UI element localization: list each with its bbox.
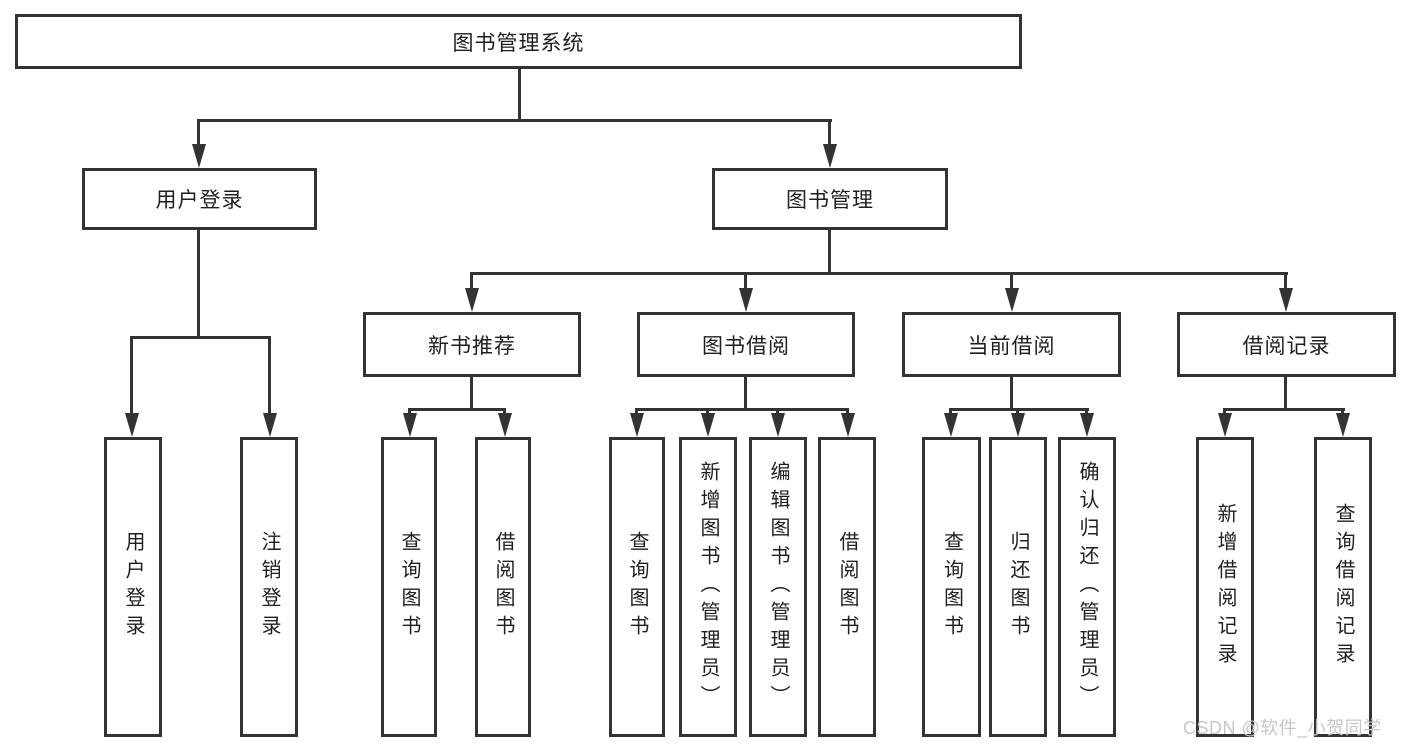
node-root: 图书管理系统 bbox=[15, 14, 1022, 69]
arrow-down-icon bbox=[403, 413, 417, 437]
leaf-br-query-record: 查询借阅记录 bbox=[1314, 437, 1372, 737]
connector-root-branch bbox=[197, 119, 832, 122]
connector-ul-right-drop bbox=[268, 336, 271, 416]
connector-book-mgmt-drop bbox=[828, 119, 831, 147]
connector-cb-drop bbox=[1010, 272, 1013, 290]
arrow-down-icon bbox=[739, 288, 753, 312]
connector-book-mgmt-stem bbox=[828, 230, 831, 275]
leaf-bb-add-book: 新增图书（管理员） bbox=[679, 437, 737, 737]
leaf-cb-return-book-label: 归还图书 bbox=[1007, 531, 1029, 643]
connector-bb-leaf-drop bbox=[635, 408, 638, 416]
arrow-down-icon bbox=[701, 413, 715, 437]
connector-user-login-stem bbox=[197, 230, 200, 339]
leaf-bb-borrow-book-label: 借阅图书 bbox=[836, 531, 858, 643]
leaf-user-login-label: 用户登录 bbox=[122, 531, 144, 643]
arrow-down-icon bbox=[841, 413, 855, 437]
leaf-user-login: 用户登录 bbox=[104, 437, 162, 737]
connector-cb-stem bbox=[1010, 377, 1013, 408]
arrow-down-icon bbox=[192, 144, 206, 168]
connector-bb-leaf-drop bbox=[776, 408, 779, 416]
connector-cb-splitter bbox=[949, 408, 1089, 411]
connector-ul-left-drop bbox=[130, 336, 133, 416]
leaf-br-query-record-label: 查询借阅记录 bbox=[1332, 503, 1354, 671]
node-new-book-rec-label: 新书推荐 bbox=[428, 334, 516, 358]
arrow-down-icon bbox=[630, 413, 644, 437]
node-borrow-records: 借阅记录 bbox=[1177, 312, 1396, 377]
arrow-down-icon bbox=[1005, 288, 1019, 312]
node-current-borrow-label: 当前借阅 bbox=[967, 334, 1056, 358]
arrow-down-icon bbox=[465, 288, 479, 312]
leaf-cb-query-book: 查询图书 bbox=[922, 437, 981, 737]
connector-user-login-drop bbox=[197, 119, 200, 147]
leaf-cb-query-book-label: 查询图书 bbox=[940, 531, 963, 643]
leaf-nb-query-book: 查询图书 bbox=[381, 437, 437, 737]
leaf-nb-borrow-book-label: 借阅图书 bbox=[492, 531, 514, 643]
arrow-down-icon bbox=[1080, 413, 1094, 437]
leaf-br-add-record-label: 新增借阅记录 bbox=[1214, 503, 1236, 671]
arrow-down-icon bbox=[823, 144, 837, 168]
connector-br-drop bbox=[1284, 272, 1287, 290]
arrow-down-icon bbox=[771, 413, 785, 437]
leaf-cb-confirm-return-label: 确认归还（管理员） bbox=[1076, 461, 1098, 713]
leaf-bb-edit-book-label: 编辑图书（管理员） bbox=[767, 461, 789, 713]
arrow-down-icon bbox=[498, 413, 512, 437]
arrow-down-icon bbox=[263, 413, 277, 437]
leaf-bb-query-book: 查询图书 bbox=[609, 437, 665, 737]
node-book-borrow-label: 图书借阅 bbox=[702, 334, 790, 358]
connector-book-mgmt-branch bbox=[470, 272, 1288, 275]
csdn-watermark: CSDN @软件_小贺同学 bbox=[1183, 718, 1382, 738]
arrow-down-icon bbox=[1011, 413, 1025, 437]
node-user-login-label: 用户登录 bbox=[155, 189, 244, 212]
node-borrow-records-label: 借阅记录 bbox=[1242, 334, 1331, 358]
connector-br-leaf-drop bbox=[1223, 408, 1226, 416]
arrow-down-icon bbox=[1336, 413, 1350, 437]
connector-cb-leaf-drop bbox=[949, 408, 952, 416]
leaf-nb-borrow-book: 借阅图书 bbox=[475, 437, 531, 737]
connector-cb-leaf-drop bbox=[1085, 408, 1088, 416]
arrow-down-icon bbox=[944, 413, 958, 437]
connector-bb-splitter bbox=[635, 408, 849, 411]
leaf-cb-return-book: 归还图书 bbox=[989, 437, 1047, 737]
connector-nb-drop bbox=[470, 272, 473, 290]
connector-br-splitter bbox=[1223, 408, 1345, 411]
arrow-down-icon bbox=[1218, 413, 1232, 437]
leaf-nb-query-book-label: 查询图书 bbox=[398, 531, 420, 643]
leaf-br-add-record: 新增借阅记录 bbox=[1196, 437, 1254, 737]
node-current-borrow: 当前借阅 bbox=[902, 312, 1121, 377]
leaf-logout-label: 注销登录 bbox=[258, 531, 280, 643]
node-root-label: 图书管理系统 bbox=[452, 31, 585, 55]
connector-br-stem bbox=[1284, 377, 1287, 408]
leaf-cb-confirm-return: 确认归还（管理员） bbox=[1058, 437, 1116, 737]
node-new-book-rec: 新书推荐 bbox=[363, 312, 581, 377]
connector-cb-leaf-drop bbox=[1016, 408, 1019, 416]
connector-nb-leaf-drop bbox=[408, 408, 411, 416]
connector-nb-leaf-drop bbox=[503, 408, 506, 416]
leaf-bb-edit-book: 编辑图书（管理员） bbox=[749, 437, 807, 737]
connector-br-leaf-drop bbox=[1341, 408, 1344, 416]
leaf-bb-query-book-label: 查询图书 bbox=[626, 531, 648, 643]
connector-nb-stem bbox=[470, 377, 473, 408]
leaf-bb-borrow-book: 借阅图书 bbox=[818, 437, 876, 737]
leaf-logout: 注销登录 bbox=[240, 437, 298, 737]
node-book-mgmt: 图书管理 bbox=[712, 168, 948, 230]
connector-root-stem bbox=[518, 69, 521, 119]
arrow-down-icon bbox=[125, 413, 139, 437]
connector-user-login-splitter bbox=[130, 336, 271, 339]
node-book-mgmt-label: 图书管理 bbox=[786, 189, 874, 212]
connector-nb-splitter bbox=[408, 408, 506, 411]
node-user-login: 用户登录 bbox=[82, 168, 317, 230]
leaf-bb-add-book-label: 新增图书（管理员） bbox=[697, 461, 719, 713]
connector-bb-drop bbox=[744, 272, 747, 290]
node-book-borrow: 图书借阅 bbox=[637, 312, 855, 377]
connector-bb-leaf-drop bbox=[846, 408, 849, 416]
connector-bb-leaf-drop bbox=[706, 408, 709, 416]
connector-bb-stem bbox=[744, 377, 747, 408]
arrow-down-icon bbox=[1279, 288, 1293, 312]
